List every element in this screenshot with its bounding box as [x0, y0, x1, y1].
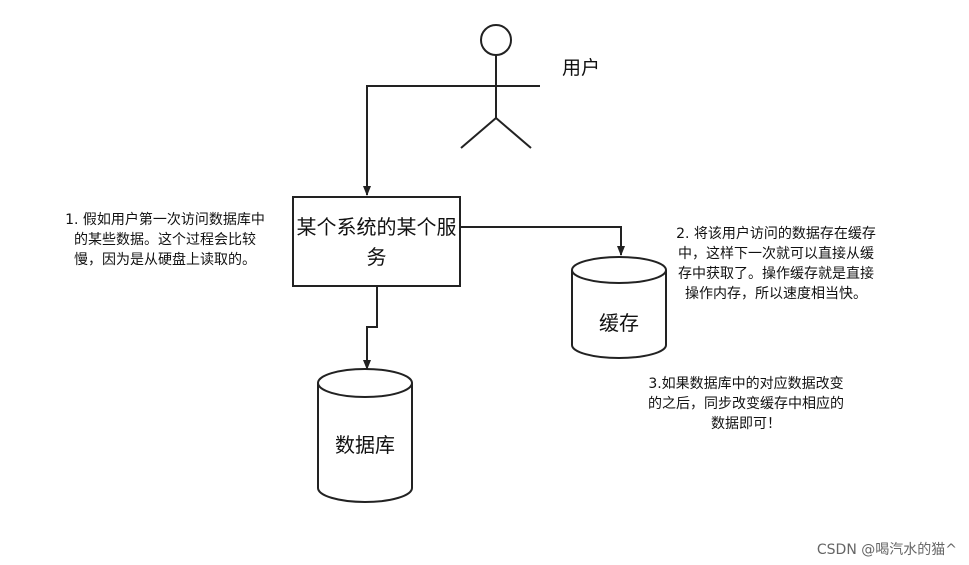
note-step-2: 2. 将该用户访问的数据存在缓存中，这样下一次就可以直接从缓存中获取了。操作缓存… [676, 226, 876, 302]
arrow-user-to-service [363, 85, 454, 196]
arrow-service-to-database [363, 286, 378, 370]
user-stick-figure [454, 24, 540, 149]
user-label: 用户 [562, 57, 601, 79]
service-box [292, 196, 461, 287]
user-head [480, 24, 512, 56]
database-label: 数据库 [335, 433, 395, 457]
arrow-service-to-cache [460, 226, 625, 256]
csdn-watermark: CSDN @喝汽水的猫^ [816, 542, 957, 558]
user-left-leg [460, 117, 497, 149]
service-label: 某个系统的某个服务 [296, 215, 457, 269]
note-step-1: 1. 假如用户第一次访问数据库中的某些数据。这个过程会比较慢，因为是从硬盘上读取… [65, 212, 265, 268]
user-right-leg [495, 117, 532, 149]
cache-cylinder [571, 256, 667, 359]
cache-label: 缓存 [599, 311, 639, 335]
database-cylinder [317, 368, 413, 503]
note-step-3: 3.如果数据库中的对应数据改变的之后，同步改变缓存中相应的数据即可！ [648, 376, 844, 432]
